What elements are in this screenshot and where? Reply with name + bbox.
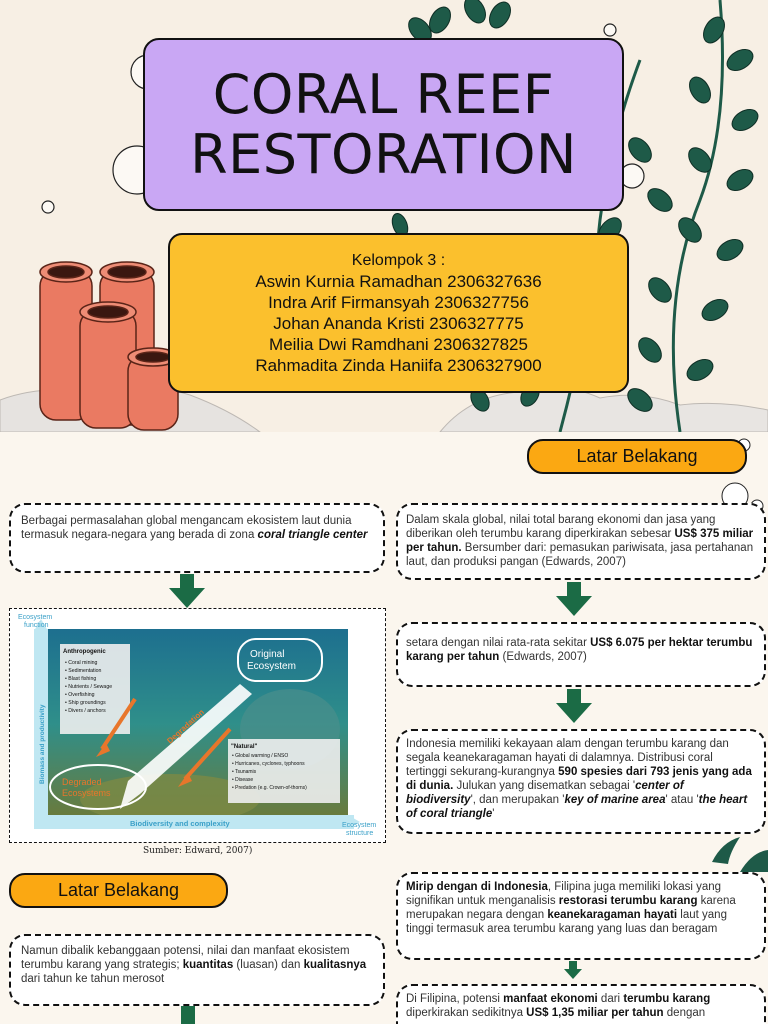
svg-text:"Natural": "Natural": [231, 744, 258, 750]
down-arrow-icon: [181, 1006, 195, 1024]
member-name: Meilia Dwi Ramdhani 2306327825: [269, 335, 528, 354]
card-text: ', dan merupakan ': [470, 794, 565, 806]
axis-label-biodiversity: Biodiversity and complexity: [130, 819, 230, 828]
card-philippines-economic: Di Filipina, potensi manfaat ekonomi dar…: [396, 984, 766, 1024]
card-text: setara dengan nilai rata-rata sekitar: [406, 637, 591, 649]
title-box: CORAL REEF RESTORATION: [143, 38, 624, 211]
title-line-2: RESTORATION: [190, 122, 577, 186]
card-text: , Filipina juga memiliki lokasi yang sig…: [406, 881, 722, 907]
card-text: ': [492, 808, 495, 820]
card-text: Julukan yang disematkan sebagai ': [453, 780, 636, 792]
svg-text:• Predation (e.g. Crown-of-tho: • Predation (e.g. Crown-of-thorns): [232, 785, 307, 791]
svg-text:• Divers / anchors: • Divers / anchors: [65, 708, 106, 714]
svg-text:structure: structure: [346, 830, 373, 837]
card-text-bold: coral triangle center: [257, 529, 368, 541]
svg-text:Ecosystem: Ecosystem: [342, 822, 376, 829]
heading-latar-belakang-left: Latar Belakang: [9, 873, 228, 908]
card-text: ' atau ': [665, 794, 699, 806]
card-text: (luasan) dan: [233, 959, 304, 971]
svg-text:Original: Original: [250, 649, 284, 660]
card-text: laut yang tinggi termasuk area terumbu k…: [406, 909, 727, 935]
down-arrow-icon: [564, 961, 582, 979]
svg-text:• Tsunamis: • Tsunamis: [232, 769, 257, 775]
down-arrow-icon: [169, 574, 205, 608]
card-text: Di Filipina, potensi: [406, 993, 504, 1005]
card-text-bold-italic: key of marine area: [564, 794, 666, 806]
svg-text:• Hurricanes, cyclones, typhoo: • Hurricanes, cyclones, typhoons: [232, 761, 305, 767]
card-text-bold: kuantitas: [182, 959, 234, 971]
title-line-1: CORAL REEF: [212, 62, 555, 126]
seaweed-icon: [712, 837, 768, 872]
heading-text: Latar Belakang: [57, 880, 180, 900]
svg-text:function: function: [24, 622, 49, 629]
ecosystem-diagram: Ecosystem function Biodiversity and comp…: [10, 609, 384, 841]
title-slide: CORAL REEF RESTORATION Kelompok 3 : Aswi…: [0, 0, 768, 432]
svg-text:Biomass and productivity: Biomass and productivity: [39, 704, 46, 784]
member-name: Rahmadita Zinda Haniifa 2306327900: [255, 356, 542, 375]
down-arrow-icon: [556, 582, 592, 616]
heading-latar-belakang-right: Latar Belakang: [527, 439, 747, 474]
coral-icon: [39, 261, 179, 431]
card-text: dari tahun ke tahun merosot: [21, 973, 165, 985]
card-text: Indonesia memiliki kekayaan alam dengan …: [406, 738, 729, 778]
card-text: karena merupakan negara dengan: [406, 895, 736, 921]
axis-label-ecosystem-function: Ecosystem: [18, 614, 52, 621]
group-label: Kelompok 3 :: [351, 252, 446, 269]
figure-ecosystem-degradation: Ecosystem function Biodiversity and comp…: [9, 608, 386, 843]
card-text: diperkirakan sedikitnya: [406, 1007, 527, 1019]
svg-text:• Blast fishing: • Blast fishing: [65, 676, 96, 682]
member-name: Johan Ananda Kristi 2306327775: [273, 314, 524, 333]
svg-text:Ecosystem: Ecosystem: [247, 661, 296, 672]
figure-caption: Sumber: Edward, 2007): [143, 846, 253, 856]
svg-text:• Nutrients / Sewage: • Nutrients / Sewage: [65, 684, 112, 690]
card-text-bold-italic: center of biodiversity: [406, 780, 684, 806]
card-text: Bersumber dari: pemasukan pariwisata, ja…: [406, 542, 754, 568]
card-decline: Namun dibalik kebanggaan potensi, nilai …: [9, 934, 385, 1006]
card-text-bold: terumbu karang: [623, 993, 711, 1005]
card-text-bold: kualitasnya: [303, 959, 367, 971]
card-text-bold: keanekaragaman hayati: [547, 909, 678, 921]
svg-text:Ecosystems: Ecosystems: [62, 788, 111, 798]
background-slide: Latar Belakang Berbagai permasalahan glo…: [0, 432, 768, 1024]
card-text: Berbagai permasalahan global mengancam e…: [21, 515, 352, 541]
members-box: Kelompok 3 : Aswin Kurnia Ramadhan 23063…: [168, 233, 629, 393]
svg-text:• Overfishing: • Overfishing: [65, 692, 95, 698]
card-text-bold: US$ 1,35 miliar per tahun: [526, 1007, 664, 1019]
svg-text:• Sedimentation: • Sedimentation: [65, 668, 102, 674]
card-text: dengan: [663, 1007, 706, 1019]
heading-text: Latar Belakang: [576, 446, 698, 466]
card-text-bold: US$ 375 miliar per tahun.: [406, 528, 754, 554]
card-philippines-similar: Mirip dengan di Indonesia, Filipina juga…: [396, 872, 766, 960]
card-indonesia-biodiversity: Indonesia memiliki kekayaan alam dengan …: [396, 729, 766, 834]
card-global-value: Dalam skala global, nilai total barang e…: [396, 503, 766, 580]
card-text-bold: restorasi terumbu karang: [558, 895, 698, 907]
card-value-per-hectare: setara dengan nilai rata-rata sekitar US…: [396, 622, 766, 687]
card-global-problems: Berbagai permasalahan global mengancam e…: [9, 503, 385, 573]
card-text: dari: [597, 993, 624, 1005]
member-name: Aswin Kurnia Ramadhan 2306327636: [255, 272, 542, 291]
svg-text:• Global warming / ENSO: • Global warming / ENSO: [232, 753, 288, 759]
svg-text:• Coral mining: • Coral mining: [65, 660, 97, 666]
member-name: Indra Arif Firmansyah 2306327756: [268, 293, 529, 312]
card-text-bold-italic: the heart of coral triangle: [406, 794, 748, 820]
svg-text:Degraded: Degraded: [62, 777, 102, 787]
card-text-bold: US$ 6.075 per hektar terumbu karang per …: [406, 637, 753, 663]
card-text: Dalam skala global, nilai total barang e…: [406, 514, 716, 540]
card-text-bold: 590 spesies dari 793 jenis yang ada di d…: [406, 766, 752, 792]
down-arrow-icon: [556, 689, 592, 723]
svg-text:• Disease: • Disease: [232, 777, 253, 783]
svg-text:• Ship groundings: • Ship groundings: [65, 700, 106, 706]
card-text-bold: Mirip dengan di Indonesia: [406, 881, 548, 893]
svg-text:Anthropogenic: Anthropogenic: [63, 649, 106, 655]
card-text-bold: manfaat ekonomi: [503, 993, 598, 1005]
card-text: Namun dibalik kebanggaan potensi, nilai …: [21, 945, 350, 971]
card-text: (Edwards, 2007): [499, 651, 587, 663]
